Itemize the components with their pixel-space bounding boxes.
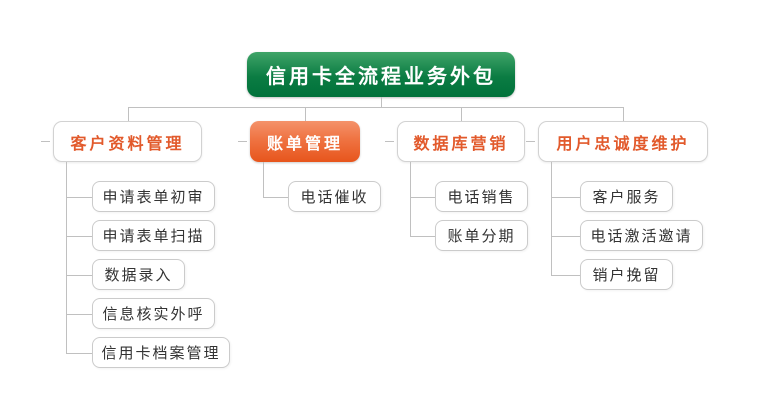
connector-line xyxy=(128,107,623,108)
connector-line xyxy=(66,162,67,353)
child-node[interactable]: 账单分期 xyxy=(435,220,528,251)
child-node[interactable]: 销户挽留 xyxy=(580,259,673,290)
connector-line xyxy=(410,162,411,236)
connector-line xyxy=(551,275,580,276)
branch-node-2[interactable]: 账单管理 xyxy=(250,121,360,162)
connector-line xyxy=(66,275,92,276)
connector-line xyxy=(410,197,435,198)
child-node[interactable]: 申请表单扫描 xyxy=(92,220,215,251)
connector-line xyxy=(305,107,306,121)
connector-line xyxy=(66,236,92,237)
connector-line xyxy=(238,141,247,142)
branch-node-3[interactable]: 数据库营销 xyxy=(397,121,525,162)
child-node[interactable]: 信用卡档案管理 xyxy=(92,337,230,368)
connector-line xyxy=(263,162,264,197)
connector-line xyxy=(551,236,580,237)
connector-line xyxy=(551,197,580,198)
connector-line xyxy=(461,107,462,121)
connector-line xyxy=(41,141,50,142)
connector-line xyxy=(623,107,624,121)
connector-line xyxy=(66,314,92,315)
connector-line xyxy=(66,353,92,354)
connector-line xyxy=(263,197,288,198)
child-node[interactable]: 数据录入 xyxy=(92,259,185,290)
root-node[interactable]: 信用卡全流程业务外包 xyxy=(247,52,515,97)
child-node[interactable]: 信息核实外呼 xyxy=(92,298,215,329)
connector-line xyxy=(551,162,552,275)
connector-line xyxy=(526,141,535,142)
child-node[interactable]: 电话催收 xyxy=(288,181,381,212)
connector-line xyxy=(381,97,382,107)
connector-line xyxy=(385,141,394,142)
connector-line xyxy=(66,197,92,198)
branch-node-1[interactable]: 客户资料管理 xyxy=(53,121,202,162)
child-node[interactable]: 申请表单初审 xyxy=(92,181,215,212)
connector-line xyxy=(410,236,435,237)
connector-line xyxy=(128,107,129,121)
branch-node-4[interactable]: 用户忠诚度维护 xyxy=(538,121,708,162)
child-node[interactable]: 电话销售 xyxy=(435,181,528,212)
child-node[interactable]: 电话激活邀请 xyxy=(580,220,703,251)
child-node[interactable]: 客户服务 xyxy=(580,181,673,212)
